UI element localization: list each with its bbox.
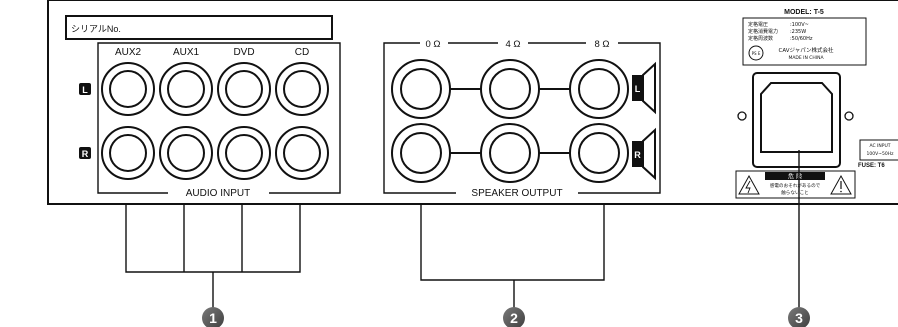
speaker-icon-right: R [632, 127, 656, 181]
speaker-terminal-4ohm-left-inner [489, 68, 531, 110]
impedance-label-8: 8 Ω [594, 39, 609, 50]
warning-line-2: 触らないこと [781, 189, 809, 196]
leader-2-bracket [420, 204, 605, 281]
rca-jack-cd-left-inner [283, 70, 321, 108]
ac-inlet-socket[interactable] [760, 82, 833, 153]
ac-input-line-1: AC INPUT [869, 143, 890, 149]
audio-input-title: AUDIO INPUT [186, 188, 250, 199]
inlet-screw-right [844, 111, 854, 121]
speaker-output-section: 0 Ω 4 Ω 8 Ω SPEAKER OUTPUT [383, 39, 661, 199]
pse-mark [748, 45, 764, 61]
channel-label-aux1: AUX1 [173, 47, 200, 58]
channel-label-aux2: AUX2 [115, 47, 142, 58]
callout-3-circle [788, 307, 810, 327]
high-voltage-warning-icon [738, 174, 760, 195]
callout-1-number: 1 [209, 310, 217, 326]
callout-2-circle [503, 307, 525, 327]
rating-key-frequency: 定格周波数 [748, 35, 773, 42]
inlet-screw-left [737, 111, 747, 121]
speaker-output-frame [383, 42, 661, 194]
rca-jack-dvd-left-inner [225, 70, 263, 108]
rca-jack-aux1-right-inner [167, 134, 205, 172]
warning-title-band [765, 172, 825, 180]
callout-2-number: 2 [510, 310, 518, 326]
speaker-icon-left: L [632, 61, 656, 115]
audio-input-section: AUDIO INPUT AUX2 AUX1 DVD CD L R [79, 42, 341, 199]
warning-line-1: 感電のおそれがあるので [770, 182, 821, 189]
callout-1: 1 [202, 307, 224, 327]
rca-jack-aux1-left-inner [167, 70, 205, 108]
speaker-output-title: SPEAKER OUTPUT [471, 188, 562, 199]
company-label: CAVジャパン株式会社 [778, 46, 834, 54]
lightning-bolt-icon [745, 180, 751, 194]
callout-1-circle [202, 307, 224, 327]
model-label: MODEL: T-5 [784, 9, 824, 16]
left-channel-marker [79, 83, 91, 95]
caution-exclamation-dot [840, 190, 842, 193]
speaker-right-label: R [634, 150, 641, 160]
leader-1-bracket [125, 204, 301, 273]
serial-number-box: シリアルNo. [65, 15, 333, 40]
callout-2: 2 [503, 307, 525, 327]
rca-jack-aux2-left-inner [109, 70, 147, 108]
speaker-left-label: L [635, 84, 641, 94]
callout-3-number: 3 [795, 310, 803, 326]
warning-title: 危 険 [788, 173, 802, 181]
fuse-label: FUSE: T6 [858, 163, 885, 169]
pse-mark-label: PS E [752, 51, 761, 56]
ac-input-side-label: AC INPUT 100V~50Hz FUSE: T6 [858, 139, 898, 169]
rca-jack-cd-right-inner [283, 134, 321, 172]
impedance-label-0: 0 Ω [425, 39, 440, 50]
warning-label: 危 険 感電のおそれがあるので 触らないこと [735, 170, 856, 199]
speaker-terminal-8ohm-right-inner [578, 132, 620, 174]
impedance-label-4: 4 Ω [505, 39, 520, 50]
ac-input-line-2: 100V~50Hz [867, 151, 895, 157]
rating-value-voltage: :100V~ [790, 22, 809, 28]
power-inlet [737, 72, 854, 168]
rating-plate: MODEL: T-5 定格電圧 :100V~ 定格消費電力 :235W 定格周波… [742, 9, 867, 66]
rca-jack-dvd-right-inner [225, 134, 263, 172]
made-in-label: MADE IN CHINA [788, 55, 824, 61]
rating-key-voltage: 定格電圧 [748, 21, 768, 28]
rating-value-power: :235W [790, 29, 806, 35]
rca-jack-aux2-right-inner [109, 134, 147, 172]
audio-input-frame [97, 42, 341, 194]
callout-leaders [125, 150, 800, 308]
rating-key-power: 定格消費電力 [748, 28, 778, 35]
channel-label-dvd: DVD [233, 47, 254, 58]
serial-label: シリアルNo. [71, 24, 121, 34]
callout-3: 3 [788, 307, 810, 327]
speaker-terminal-0ohm-right-inner [400, 132, 442, 174]
right-channel-marker [79, 147, 91, 159]
channel-label-cd: CD [295, 47, 309, 58]
speaker-terminal-4ohm-right-inner [489, 132, 531, 174]
rating-value-frequency: :50/60Hz [790, 36, 813, 42]
right-channel-marker-label: R [82, 149, 89, 159]
left-channel-marker-label: L [82, 85, 88, 95]
speaker-terminal-0ohm-left-inner [400, 68, 442, 110]
speaker-terminal-8ohm-left-inner [578, 68, 620, 110]
